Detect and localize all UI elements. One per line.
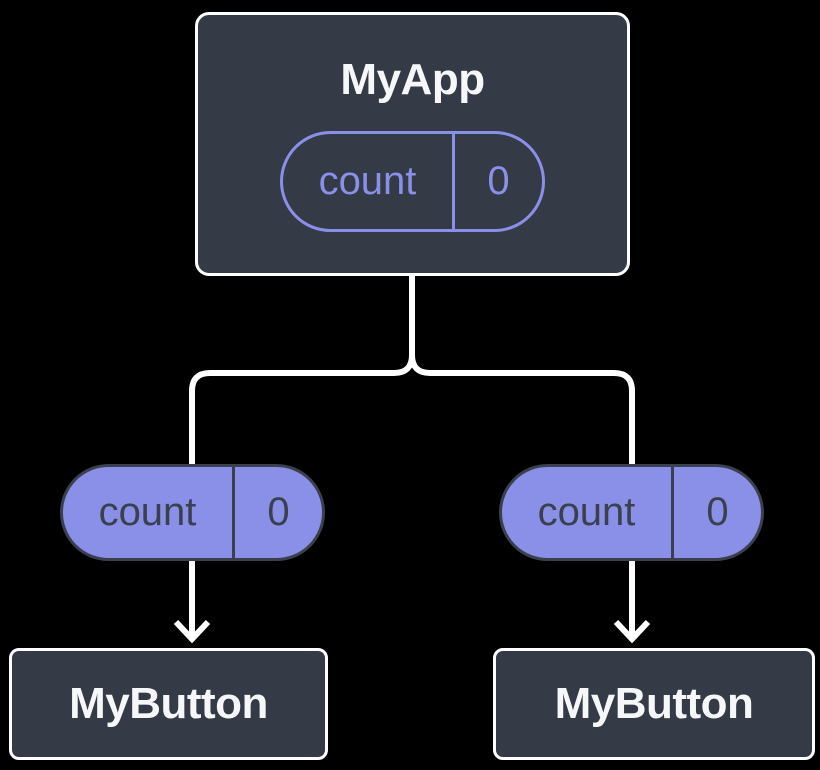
mybutton-title: MyButton xyxy=(69,679,268,728)
pill-divider xyxy=(452,134,455,229)
mybutton-node-right: MyButton xyxy=(493,648,815,760)
myapp-node: MyApp count 0 xyxy=(195,12,630,276)
prop-value: 0 xyxy=(706,490,729,534)
mybutton-node-left: MyButton xyxy=(9,648,328,760)
arrow-head xyxy=(613,619,651,644)
mybutton-title: MyButton xyxy=(554,679,754,728)
state-name: count xyxy=(318,159,417,203)
connector-branch-right xyxy=(409,276,635,466)
myapp-title: MyApp xyxy=(340,55,485,104)
prop-value: 0 xyxy=(267,490,290,534)
down-arrow-right-icon xyxy=(613,561,651,644)
arrow-head xyxy=(173,619,211,644)
pill-divider xyxy=(232,467,235,558)
myapp-state-pill: count 0 xyxy=(280,131,545,232)
prop-pill-left: count 0 xyxy=(60,464,325,561)
prop-pill-right: count 0 xyxy=(499,464,764,561)
state-value: 0 xyxy=(487,159,510,203)
down-arrow-left-icon xyxy=(173,561,211,644)
pill-divider xyxy=(671,467,674,558)
connector-branch-left xyxy=(189,276,415,466)
prop-name: count xyxy=(537,490,636,534)
prop-name: count xyxy=(98,490,197,534)
